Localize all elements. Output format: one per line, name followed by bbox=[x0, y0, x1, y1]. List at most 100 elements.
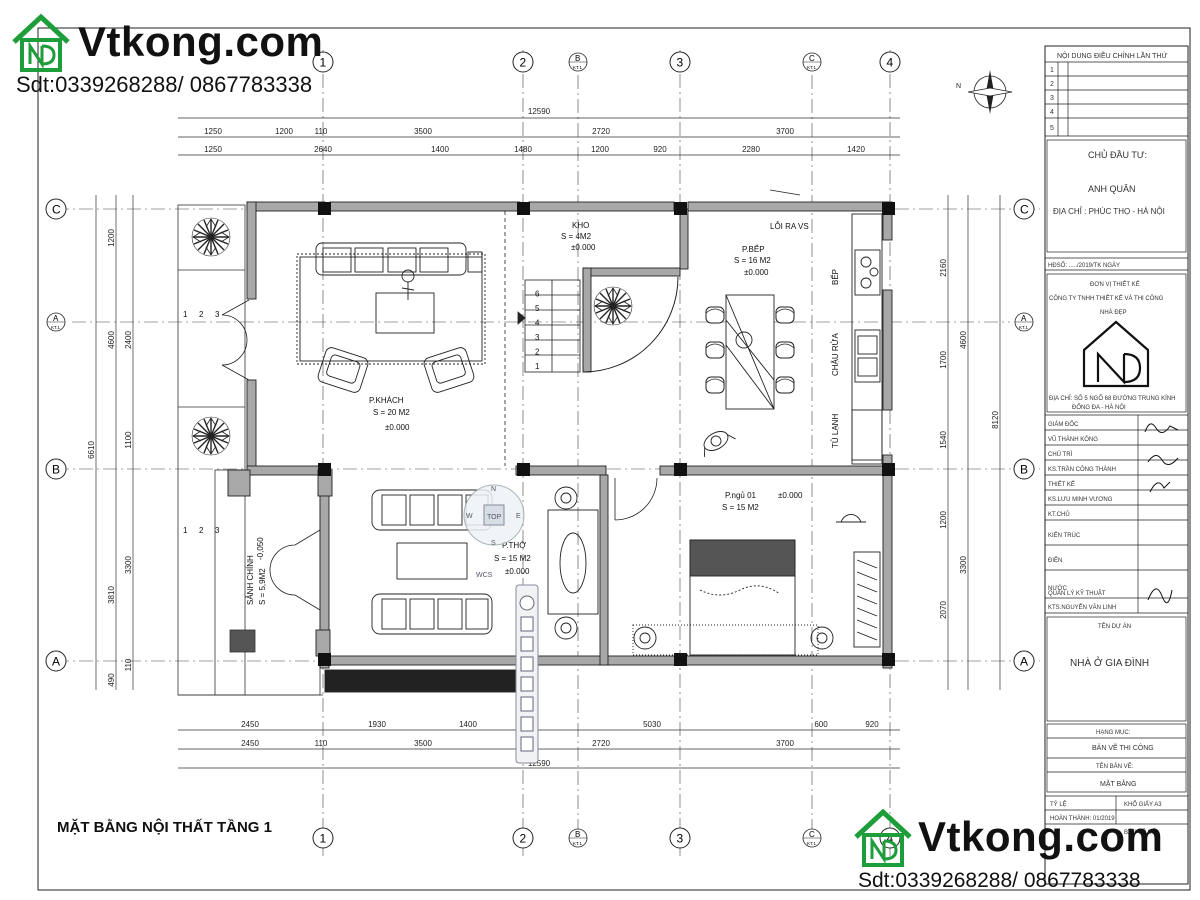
room-name: P.THỜ bbox=[502, 541, 526, 550]
kitchen-label: LỖI RA VS bbox=[770, 222, 809, 231]
pan-icon[interactable] bbox=[520, 616, 534, 632]
room-area: S = 15 M2 bbox=[494, 554, 531, 563]
grid-tag: KT.1 bbox=[807, 841, 817, 846]
room-name: SẢNH CHÍNH bbox=[246, 555, 255, 605]
porch-step-number: 1 bbox=[183, 526, 188, 535]
check-name: KTS.NGUYỄN VĂN LINH bbox=[1048, 604, 1116, 611]
grid-bubble: 2 bbox=[512, 51, 534, 73]
chair-label: CHỦ TRÌ bbox=[1048, 451, 1073, 458]
room-area: S = 20 M2 bbox=[373, 408, 410, 417]
room-labels: P.KHÁCH S = 20 M2 ±0.000 KHO S = 4M2 ±0.… bbox=[246, 221, 840, 605]
designer-label: ĐƠN VỊ THIẾT KẾ bbox=[1090, 281, 1140, 288]
brand-name: Vtkong.com bbox=[78, 18, 324, 65]
project-name: NHÀ Ở GIA ĐÌNH bbox=[1070, 656, 1149, 669]
owner-name: ANH QUÂN bbox=[1088, 184, 1136, 194]
grid-label: C bbox=[52, 203, 61, 217]
zoom-icon[interactable] bbox=[520, 636, 534, 652]
brand-phone: Sdt:0339268288/ 0867783338 bbox=[16, 72, 313, 97]
doors-and-windows bbox=[221, 189, 801, 611]
dimension-value: 1200 bbox=[107, 229, 116, 247]
dimension-value: 1100 bbox=[124, 431, 133, 449]
dimension-value: 2450 bbox=[241, 720, 259, 729]
grid-bubble: A bbox=[1013, 650, 1035, 672]
owner-address: ĐỊA CHỈ : PHÚC THỌ - HÀ NỘI bbox=[1053, 207, 1165, 216]
person-icon bbox=[703, 431, 736, 457]
room-area: S = 5,9M2 bbox=[258, 568, 267, 605]
grid-bubble: C bbox=[1013, 198, 1035, 220]
grid-label: 2 bbox=[520, 832, 527, 846]
viewcube-east-label: E bbox=[516, 513, 521, 520]
dimension-value: 3700 bbox=[776, 739, 794, 748]
dimension-value: 920 bbox=[653, 145, 667, 154]
room-level: ±0.000 bbox=[571, 243, 596, 252]
grid-bubble: 1 bbox=[312, 827, 334, 849]
walls bbox=[227, 201, 893, 669]
viewcube-top-label: TOP bbox=[487, 514, 502, 521]
staircase bbox=[504, 211, 581, 466]
dimension-value: 2160 bbox=[939, 259, 948, 277]
dimension-value: 2640 bbox=[314, 145, 332, 154]
grid-label: C bbox=[1020, 203, 1029, 217]
design-name: KS.LƯU MINH VƯƠNG bbox=[1048, 497, 1113, 503]
drawing-name: MẶT BẰNG bbox=[1100, 779, 1136, 788]
room-area: S = 16 M2 bbox=[734, 256, 771, 265]
grid-bubble: A bbox=[45, 650, 67, 672]
compass-north-label: N bbox=[956, 83, 961, 90]
grid-label: 4 bbox=[887, 832, 894, 846]
water-label: NƯỚC bbox=[1048, 585, 1068, 592]
house-logo-icon bbox=[854, 808, 912, 867]
walk-icon[interactable] bbox=[520, 696, 534, 712]
stair-step-number: 5 bbox=[535, 304, 540, 313]
steering-wheel-icon[interactable] bbox=[519, 595, 535, 611]
grid-bubble: B bbox=[1013, 458, 1035, 480]
stair-step-number: 6 bbox=[535, 290, 540, 299]
dimension-value: 1540 bbox=[939, 431, 948, 449]
lookaround-icon[interactable] bbox=[520, 716, 534, 732]
dimension-value: 2400 bbox=[124, 331, 133, 349]
stair-step-number: 1 bbox=[535, 362, 540, 371]
grid-label: B bbox=[575, 54, 580, 63]
grid-tag: KT.1 bbox=[807, 65, 817, 70]
brand-watermark-bottom: Vtkong.com Sdt:0339268288/ 0867783338 bbox=[852, 805, 1192, 897]
room-area: S = 4M2 bbox=[561, 232, 592, 241]
viewcube-west-label: W bbox=[466, 513, 473, 520]
design-label: THIẾT KẾ bbox=[1048, 481, 1075, 488]
compass-rose-icon: N bbox=[956, 70, 1013, 114]
navbar-menu-icon[interactable] bbox=[520, 736, 534, 752]
grid-tag: KT.1 bbox=[51, 325, 61, 330]
grid-tag: KT.1 bbox=[573, 841, 583, 846]
dimension-value: 2070 bbox=[939, 601, 948, 619]
kitchen-label: CHẬU RỬA bbox=[831, 333, 840, 377]
living-room-furniture bbox=[296, 242, 486, 393]
dining-chair-icon bbox=[705, 376, 725, 394]
plant-icon bbox=[593, 286, 633, 326]
dimension-value: 1200 bbox=[939, 511, 948, 529]
director-label: GIÁM ĐỐC bbox=[1048, 421, 1079, 428]
title-block: NỘI DUNG ĐIỀU CHỈNH LẦN THỨ 1 2 3 4 5 CH… bbox=[1045, 50, 1188, 836]
navigation-bar[interactable] bbox=[515, 584, 539, 764]
elec-label: ĐIỆN bbox=[1048, 556, 1062, 564]
project-label: TÊN DỰ ÁN bbox=[1098, 622, 1131, 630]
grid-label: C bbox=[809, 830, 815, 839]
grid-label: 1 bbox=[320, 56, 327, 70]
dimension-value: 1200 bbox=[591, 145, 609, 154]
room-level: ±0.000 bbox=[505, 567, 530, 576]
scale-label: TỶ LỆ bbox=[1050, 800, 1067, 808]
grid-bubble: 3 bbox=[669, 51, 691, 73]
orbit-icon[interactable] bbox=[520, 656, 534, 672]
porch-step-number: 3 bbox=[215, 526, 220, 535]
viewcube-widget[interactable]: TOP N E S W WCS bbox=[463, 484, 525, 579]
dimension-value: 3700 bbox=[776, 127, 794, 136]
dining-chair-icon bbox=[705, 341, 725, 359]
dimension-value: 12590 bbox=[528, 107, 551, 116]
dimension-value: 3300 bbox=[124, 556, 133, 574]
sheet-size-label: KHỔ GIẤY A3 bbox=[1124, 801, 1162, 808]
dining-chair-icon bbox=[775, 306, 795, 324]
porch-step-number: 3 bbox=[215, 310, 220, 319]
showmotion-icon[interactable] bbox=[520, 676, 534, 692]
dining-chair-icon bbox=[775, 341, 795, 359]
stair-step-number: 4 bbox=[535, 319, 540, 328]
viewcube-wcs-label: WCS bbox=[476, 572, 493, 579]
revision-number: 2 bbox=[1050, 81, 1054, 88]
dimension-value: 1700 bbox=[939, 351, 948, 369]
